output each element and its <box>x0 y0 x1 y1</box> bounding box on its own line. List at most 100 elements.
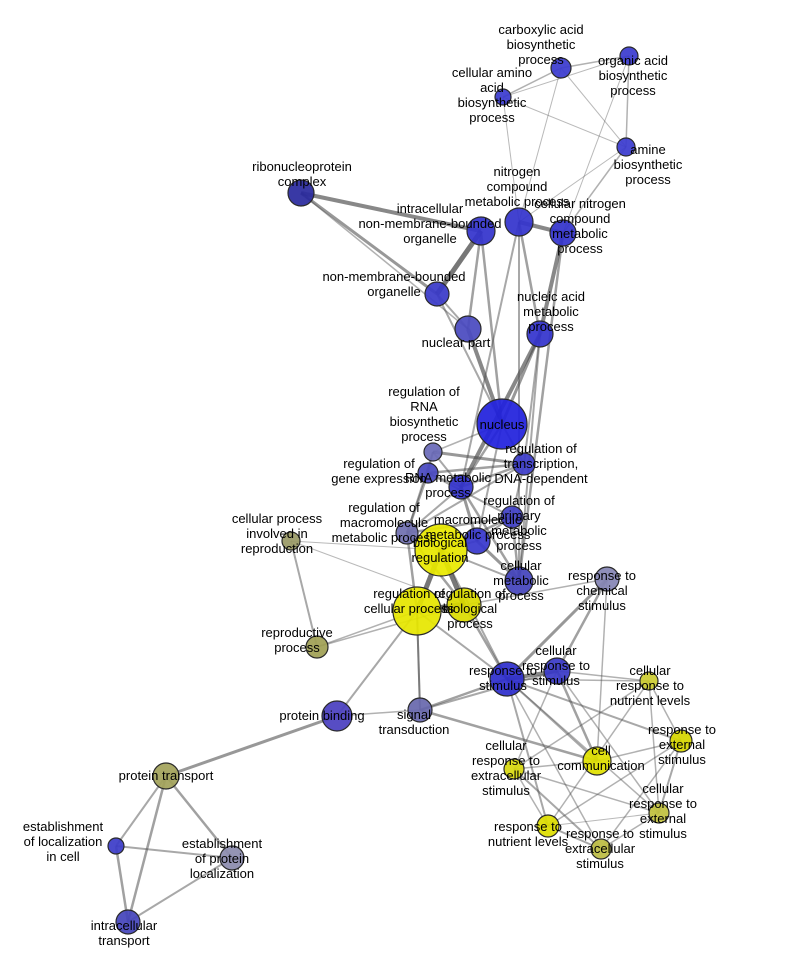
edge-nitrogen-rnaMetabolic <box>460 221 520 488</box>
edge-rnaMetabolic-cellMetabolic <box>459 486 521 582</box>
edge-proteinTransport-estProtLoc <box>165 775 233 859</box>
edge-cellNitrogen-cellMetabolic <box>517 232 565 582</box>
edge-organic-amine <box>625 55 630 148</box>
node-ribo[interactable] <box>287 179 315 207</box>
edge-cellRespStimulus-respChemical <box>555 578 609 672</box>
edge-amine-nitrogen <box>518 146 627 223</box>
node-intraOrganelle[interactable] <box>466 216 496 246</box>
node-cellRespExternal[interactable] <box>648 802 670 824</box>
node-proteinTransport[interactable] <box>152 762 180 790</box>
edge-estProtLoc-intraTransport <box>127 857 233 923</box>
edge-cellProcReprod-regBioProc <box>290 540 465 606</box>
node-intraTransport[interactable] <box>115 909 141 935</box>
node-nmbOrganelle[interactable] <box>424 281 450 307</box>
edge-estLocCell-intraTransport <box>114 845 130 923</box>
node-proteinBinding[interactable] <box>321 700 353 732</box>
edge-proteinBinding-proteinTransport <box>165 714 338 778</box>
node-estProtLoc[interactable] <box>219 845 245 871</box>
node-organic[interactable] <box>619 46 639 66</box>
node-cellRespExtracell[interactable] <box>503 758 525 780</box>
node-cellNitrogen[interactable] <box>549 219 577 247</box>
edge-carboxylic-organic <box>560 55 630 69</box>
edge-cellRespStimulus-cellRespExternal <box>556 670 660 814</box>
node-amino[interactable] <box>494 88 512 106</box>
node-label-proteinBinding: protein binding <box>279 708 364 723</box>
edge-proteinTransport-intraTransport <box>126 775 168 923</box>
node-nucleus[interactable] <box>476 398 528 450</box>
edge-signalTransduction-cellRespStimulus <box>419 670 558 711</box>
edge-respExternal-cellRespExternal <box>658 740 682 814</box>
node-carboxylic[interactable] <box>550 57 572 79</box>
edge-respStimulus-cellRespNutrient <box>506 678 650 682</box>
edge-respExternal-respExtracell <box>600 740 682 850</box>
node-bioRegulation[interactable] <box>414 523 468 577</box>
node-amine[interactable] <box>616 137 636 157</box>
node-nucleicAcid[interactable] <box>526 320 554 348</box>
edge-cellRespStimulus-cellRespExtracell <box>513 670 558 770</box>
node-respExtracell[interactable] <box>590 838 612 860</box>
node-cellRespStimulus[interactable] <box>543 657 571 685</box>
edge-carboxylic-amine <box>560 67 627 148</box>
node-cellRespNutrient[interactable] <box>639 671 659 691</box>
node-rnaMetabolic[interactable] <box>448 474 474 500</box>
node-signalTransduction[interactable] <box>407 697 433 723</box>
node-nuclearPart[interactable] <box>454 315 482 343</box>
edge-estLocCell-estProtLoc <box>115 845 233 859</box>
node-estLocCell[interactable] <box>107 837 125 855</box>
node-regTranscription[interactable] <box>512 452 536 476</box>
node-regCellProc[interactable] <box>392 586 442 636</box>
edge-respNutrient-cellRespExternal <box>547 812 660 827</box>
node-regBioProc[interactable] <box>446 587 482 623</box>
node-respStimulus[interactable] <box>489 661 525 697</box>
node-respExternal[interactable] <box>669 729 693 753</box>
node-regRnaBio[interactable] <box>423 442 443 462</box>
node-cellComm[interactable] <box>582 746 612 776</box>
node-cellMetabolic[interactable] <box>504 566 534 596</box>
edge-amino-amine <box>502 96 627 148</box>
node-respNutrient[interactable] <box>536 814 560 838</box>
edge-respStimulus-cellComm <box>506 678 598 762</box>
edge-respStimulus-respExternal <box>506 678 682 742</box>
node-respChemical[interactable] <box>594 566 620 592</box>
node-regPrimMet[interactable] <box>500 505 524 529</box>
edge-proteinTransport-estLocCell <box>115 775 167 847</box>
edge-respExtracell-cellRespExternal <box>600 812 660 850</box>
node-cellProcReprod[interactable] <box>281 531 301 551</box>
node-reprodProcess[interactable] <box>305 635 329 659</box>
edge-organic-cellNitrogen <box>562 55 630 234</box>
edge-intraOrganelle-nuclearPart <box>466 230 483 330</box>
node-nitrogen[interactable] <box>504 207 534 237</box>
node-regGeneExpr[interactable] <box>417 462 439 484</box>
edge-cellRespNutrient-cellRespExternal <box>648 680 660 814</box>
edge-respStimulus-respChemical <box>505 577 609 681</box>
node-regMacroMet[interactable] <box>395 521 419 545</box>
edge-cellRespNutrient-cellRespExtracell <box>513 680 650 770</box>
edge-carboxylic-nitrogen <box>518 67 562 223</box>
